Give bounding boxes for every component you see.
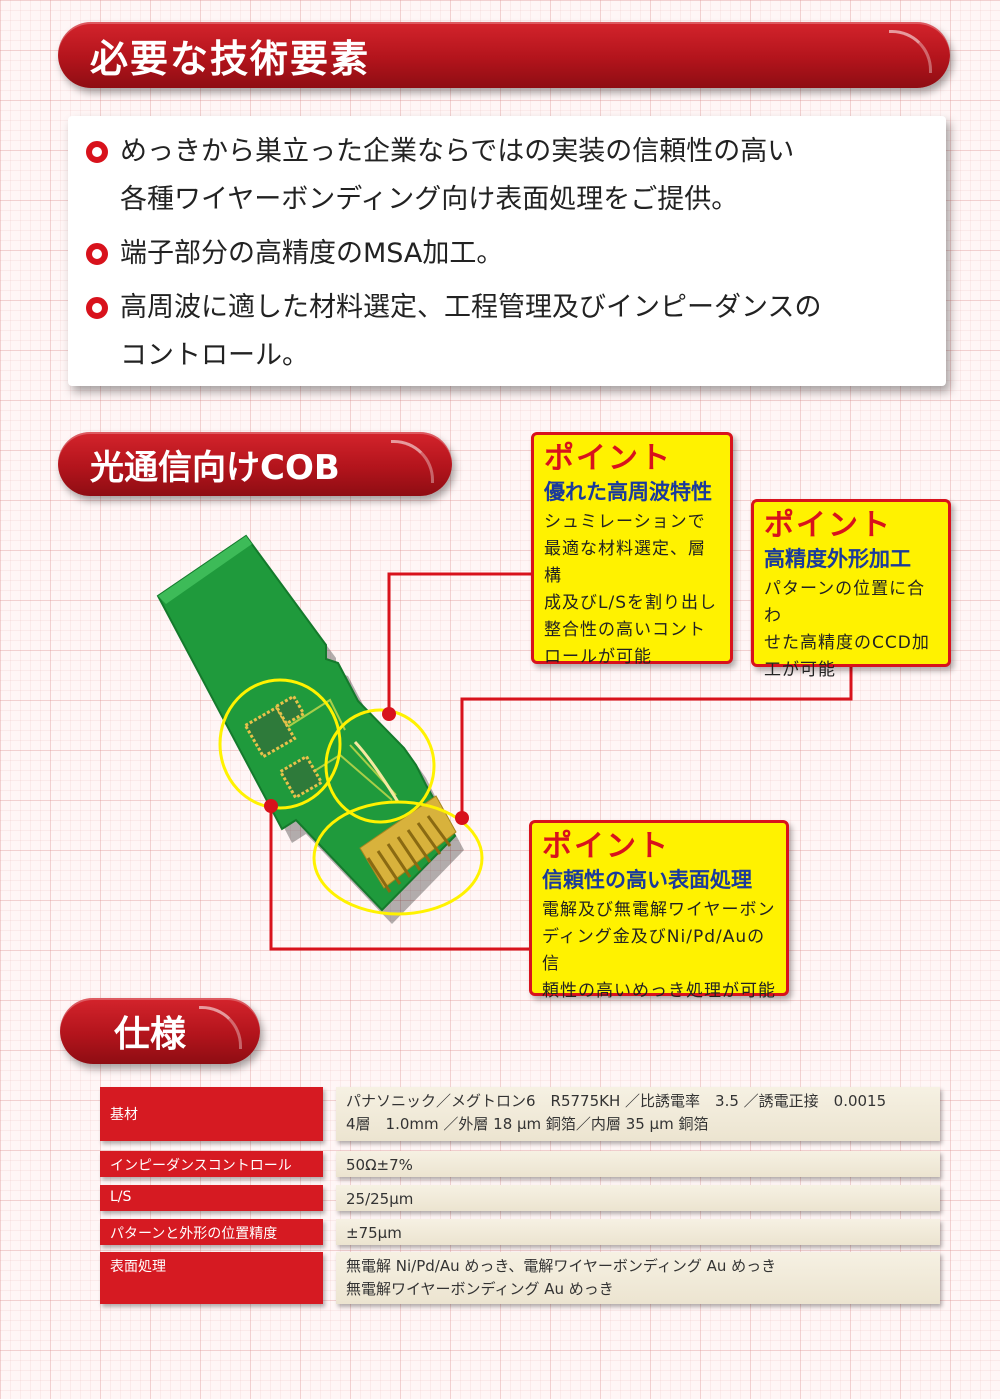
spec-value: 25/25μm	[336, 1185, 940, 1211]
tech-items-box: めっきから巣立った企業ならではの実装の信頼性の高い 各種ワイヤーボンディング向け…	[68, 116, 946, 386]
list-item: めっきから巣立った企業ならではの実装の信頼性の高い 各種ワイヤーボンディング向け…	[86, 128, 926, 224]
section-title-tech-text: 必要な技術要素	[90, 36, 371, 81]
spec-value: パナソニック／メグトロン6 R5775KH ／比誘電率 3.5 ／誘電正接 0.…	[336, 1087, 940, 1141]
point-body: 電解及び無電解ワイヤーボン ディング金及びNi/Pd/Auの信 頼性の高いめっき…	[542, 900, 776, 1001]
section-title-spec: 仕様	[60, 998, 260, 1064]
section-title-cob-text: 光通信向けCOB	[90, 447, 340, 488]
connector-lines	[269, 572, 853, 951]
point-label: ポイント	[544, 441, 672, 476]
bullet-circle-icon	[86, 243, 108, 265]
highlight-circles	[218, 678, 484, 916]
spec-value: ±75μm	[336, 1219, 940, 1245]
tech-item-text: 端子部分の高精度のMSA加工。	[120, 238, 504, 269]
spec-label: 表面処理	[100, 1252, 323, 1304]
point-heading: 優れた高周波特性	[544, 480, 712, 504]
section-title-spec-text: 仕様	[114, 1014, 187, 1055]
spec-label: L/S	[100, 1185, 323, 1211]
bullet-circle-icon	[86, 297, 108, 319]
table-row: 表面処理 無電解 Ni/Pd/Au めっき、電解ワイヤーボンディング Au めっ…	[100, 1252, 940, 1304]
point-heading: 高精度外形加工	[764, 547, 911, 571]
spec-label: パターンと外形の位置精度	[100, 1219, 323, 1245]
table-row: パターンと外形の位置精度 ±75μm	[100, 1219, 940, 1245]
point-label: ポイント	[764, 508, 892, 543]
spec-label: インピーダンスコントロール	[100, 1151, 323, 1177]
point-box-high-frequency: ポイント 優れた高周波特性 シュミレーションで 最適な材料選定、層構 成及びL/…	[531, 432, 733, 667]
section-title-cob: 光通信向けCOB	[58, 432, 452, 496]
point-label: ポイント	[542, 829, 670, 864]
spec-value: 無電解 Ni/Pd/Au めっき、電解ワイヤーボンディング Au めっき 無電解…	[336, 1252, 940, 1304]
pcb-illustration	[156, 534, 853, 951]
point-body: シュミレーションで 最適な材料選定、層構 成及びL/Sを割り出し 整合性の高いコ…	[544, 512, 717, 667]
point-box-surface-treatment: ポイント 信頼性の高い表面処理 電解及び無電解ワイヤーボン ディング金及びNi/…	[529, 820, 789, 1001]
bullet-circle-icon	[86, 141, 108, 163]
section-title-tech: 必要な技術要素	[58, 22, 950, 88]
table-row: インピーダンスコントロール 50Ω±7%	[100, 1151, 940, 1177]
marker-dots	[264, 707, 469, 825]
spec-value: 50Ω±7%	[336, 1151, 940, 1177]
table-row: 基材 パナソニック／メグトロン6 R5775KH ／比誘電率 3.5 ／誘電正接…	[100, 1087, 940, 1141]
point-heading: 信頼性の高い表面処理	[542, 868, 752, 892]
spec-label: 基材	[100, 1087, 323, 1141]
tech-item-text: 高周波に適した材料選定、工程管理及びインピーダンスの コントロール。	[120, 292, 822, 371]
point-box-outline-machining: ポイント 高精度外形加工 パターンの位置に合わ せた高精度のCCD加 工が可能	[751, 499, 951, 680]
tech-item-text: めっきから巣立った企業ならではの実装の信頼性の高い 各種ワイヤーボンディング向け…	[120, 136, 795, 215]
list-item: 端子部分の高精度のMSA加工。	[86, 230, 926, 278]
table-row: L/S 25/25μm	[100, 1185, 940, 1211]
point-body: パターンの位置に合わ せた高精度のCCD加 工が可能	[764, 579, 930, 680]
list-item: 高周波に適した材料選定、工程管理及びインピーダンスの コントロール。	[86, 284, 926, 380]
